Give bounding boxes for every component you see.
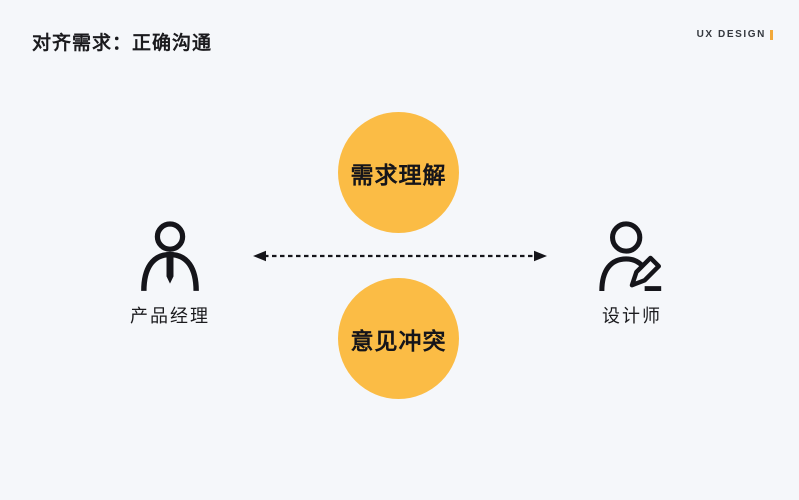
bubble-understanding: 需求理解 (338, 112, 459, 233)
bubble-conflict: 意见冲突 (338, 278, 459, 399)
actor-product-manager-label: 产品经理 (130, 306, 210, 326)
actor-designer-label: 设计师 (602, 306, 662, 326)
bubble-understanding-label: 需求理解 (350, 161, 447, 188)
page-title: 对齐需求：正确沟通 (32, 33, 213, 54)
dashed-double-arrow-icon (253, 250, 547, 262)
actor-designer: 设计师 (584, 220, 680, 328)
person-tie-icon (141, 221, 199, 291)
bubble-conflict-label: 意见冲突 (350, 327, 447, 354)
brand-bar-icon (770, 29, 773, 40)
brand-label: UX DESIGN (696, 29, 766, 40)
person-pencil-icon (599, 221, 662, 292)
actor-product-manager: 产品经理 (122, 220, 218, 328)
communication-arrow (252, 247, 548, 265)
brand-mark: UX DESIGN (697, 29, 773, 40)
